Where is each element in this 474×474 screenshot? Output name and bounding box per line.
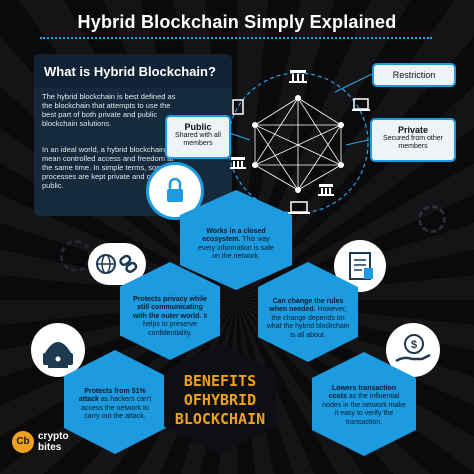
info-paragraph-1: The hybrid blockchain is best defined as… xyxy=(42,92,176,128)
benefits-hex xyxy=(164,344,276,454)
hand-dollar-icon: $ xyxy=(395,334,431,363)
info-panel-header xyxy=(34,54,232,88)
laptop-icon xyxy=(232,99,244,115)
hex-privacy-text: Protects privacy while still communicati… xyxy=(130,296,210,338)
bank-icon xyxy=(318,184,334,196)
page-title: Hybrid Blockchain Simply Explained xyxy=(77,12,397,32)
document-icon xyxy=(349,252,373,280)
restriction-connector xyxy=(334,73,373,93)
laptop-icon xyxy=(352,98,370,111)
private-card: Private Secured from other members xyxy=(370,118,456,162)
chain-link-icon xyxy=(119,254,138,274)
hex-rules-text: Can change the rules when needed. Howeve… xyxy=(266,298,350,340)
brand-line-1: crypto xyxy=(38,431,69,442)
private-title: Private xyxy=(397,125,429,135)
dotted-divider xyxy=(40,37,432,41)
private-desc: Secured from other members xyxy=(383,135,443,150)
hex-attack-bold: Protects from 51% attack xyxy=(78,388,146,404)
hex-closed-rest: This way every information is safe on th… xyxy=(198,236,274,261)
brand-line-2: bites xyxy=(38,442,62,453)
public-title: Public xyxy=(184,122,212,132)
hex-closed-bold: Works in a closed ecosystem. xyxy=(202,228,266,244)
hex-attack-text: Protects from 51% attack as hackers can'… xyxy=(74,388,156,422)
restriction-label: Restriction xyxy=(372,63,456,87)
hex-privacy-bold: Protects privacy while still communicati… xyxy=(132,296,207,320)
public-desc: Shared with all members xyxy=(175,132,221,147)
lock-icon xyxy=(167,177,183,202)
hacker-circle xyxy=(31,323,85,377)
info-paragraph-2: In an ideal world, a hybrid blockchain w… xyxy=(42,145,178,190)
brand-logo-icon: Cb xyxy=(12,431,34,453)
svg-text:$: $ xyxy=(411,339,417,351)
hacker-icon xyxy=(43,342,73,368)
bank-icon xyxy=(289,70,307,83)
hex-closed-text: Works in a closed ecosystem. This way ev… xyxy=(196,228,276,262)
brand-logo-text: crypto bites xyxy=(38,431,69,453)
mesh-lines xyxy=(254,97,342,191)
privacy-icon-badge xyxy=(88,243,146,285)
hex-attack xyxy=(64,350,166,454)
hex-privacy-rest: It helps to preserve confidentiality. xyxy=(143,312,208,337)
globe-icon xyxy=(96,254,116,274)
hex-fees-text: Lowers transaction costs as the influent… xyxy=(322,385,406,427)
lock-circle xyxy=(146,162,204,220)
hex-rules-rest: However, the change depends on what the … xyxy=(266,306,350,339)
private-connector xyxy=(345,139,369,146)
info-heading: What is Hybrid Blockchain? xyxy=(44,64,216,79)
hex-privacy xyxy=(120,262,220,360)
public-card: Public Shared with all members xyxy=(165,115,231,159)
hex-fees-rest: as the influential nodes in the network … xyxy=(322,393,406,426)
mesh-nodes xyxy=(252,95,344,193)
hex-fees-bold: Lowers transaction costs xyxy=(328,385,397,401)
benefits-title: BENEFITS OFHYBRID BLOCKCHAIN xyxy=(174,372,266,428)
hex-fees xyxy=(312,352,416,456)
gear-icon xyxy=(418,205,446,233)
laptop-icon xyxy=(288,201,310,214)
hex-attack-rest: as hackers can't access the network to c… xyxy=(81,396,152,421)
bank-icon xyxy=(230,157,246,169)
hex-rules-bold: Can change the rules when needed. xyxy=(269,298,344,314)
